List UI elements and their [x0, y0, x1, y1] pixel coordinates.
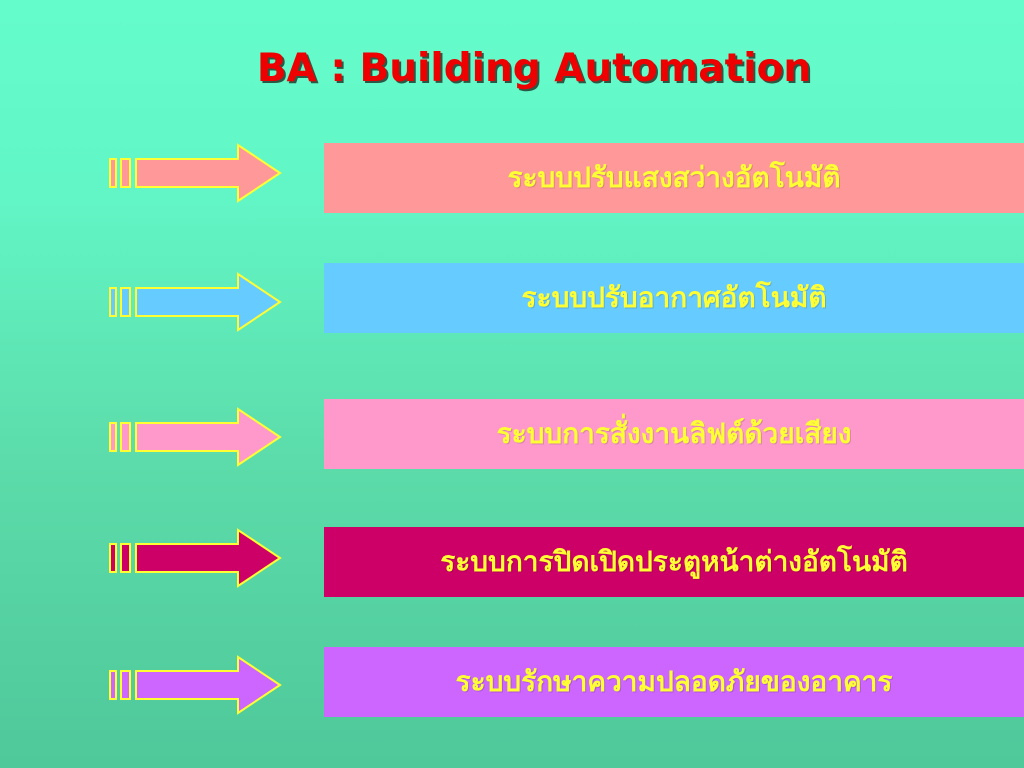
striped-right-arrow-icon	[109, 143, 282, 203]
item-label: ระบบรักษาความปลอดภัยของอาคาร	[455, 665, 893, 698]
striped-right-arrow-icon	[109, 528, 282, 588]
list-item: ระบบการสั่งงานลิฟต์ด้วยเสียง	[0, 399, 1024, 469]
striped-right-arrow-icon	[109, 655, 282, 715]
list-item: ระบบปรับอากาศอัตโนมัติ	[0, 263, 1024, 333]
label-box: ระบบปรับอากาศอัตโนมัติ	[324, 263, 1024, 333]
item-label: ระบบปรับอากาศอัตโนมัติ	[521, 281, 827, 314]
list-item: ระบบรักษาความปลอดภัยของอาคาร	[0, 647, 1024, 717]
label-box: ระบบปรับแสงสว่างอัตโนมัติ	[324, 143, 1024, 213]
item-label: ระบบปรับแสงสว่างอัตโนมัติ	[507, 161, 841, 194]
slide-title: BA : Building Automation	[256, 46, 812, 91]
label-box: ระบบการปิดเปิดประตูหน้าต่างอัตโนมัติ	[324, 527, 1024, 597]
list-item: ระบบปรับแสงสว่างอัตโนมัติ	[0, 143, 1024, 213]
striped-right-arrow-icon	[109, 272, 282, 332]
label-box: ระบบการสั่งงานลิฟต์ด้วยเสียง	[324, 399, 1024, 469]
item-label: ระบบการสั่งงานลิฟต์ด้วยเสียง	[496, 417, 852, 450]
striped-right-arrow-icon	[109, 407, 282, 467]
list-item: ระบบการปิดเปิดประตูหน้าต่างอัตโนมัติ	[0, 527, 1024, 597]
item-label: ระบบการปิดเปิดประตูหน้าต่างอัตโนมัติ	[440, 545, 908, 578]
label-box: ระบบรักษาความปลอดภัยของอาคาร	[324, 647, 1024, 717]
